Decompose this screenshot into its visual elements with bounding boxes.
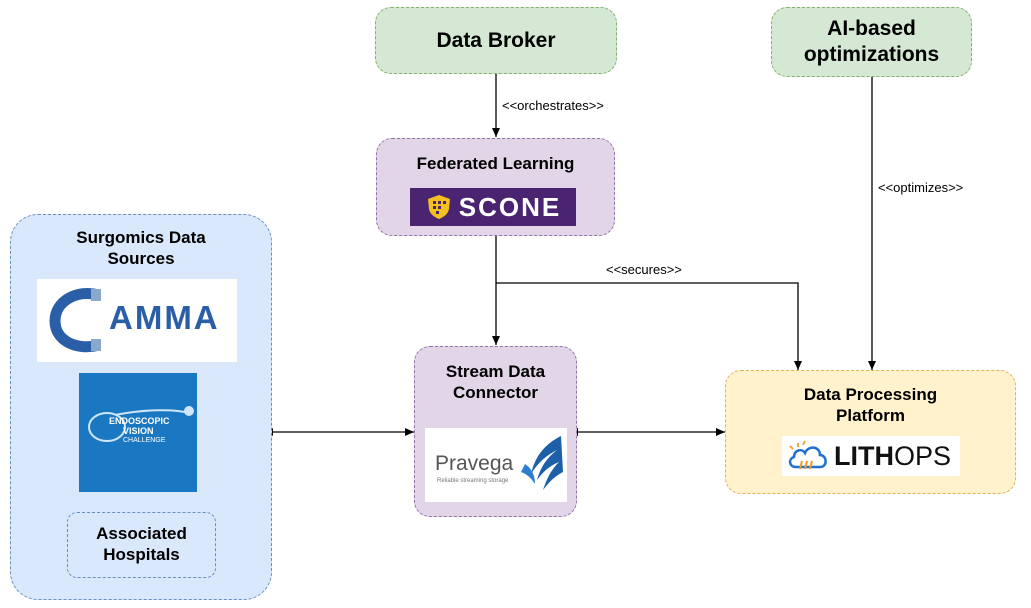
pravega-logo: Pravega Reliable streaming storage <box>425 428 567 502</box>
data-processing-title: Data Processing Platform <box>726 384 1015 427</box>
camma-c-icon <box>49 288 101 353</box>
data-broker-title: Data Broker <box>436 29 556 52</box>
camma-logo: AMMA <box>37 279 237 362</box>
ai-optimizations-title: AI-based optimizations <box>772 16 971 69</box>
associated-hospitals-node: Associated Hospitals <box>67 512 216 578</box>
hospitals-title-line1: Associated <box>96 524 187 543</box>
processing-title-line2: Platform <box>836 406 905 426</box>
edge-label-optimizes: <<optimizes>> <box>876 180 966 195</box>
edge-label-secures: <<secures>> <box>606 262 682 277</box>
data-processing-platform-node: Data Processing Platform LITH OPS <box>725 370 1016 494</box>
lithops-logo-text-light: OPS <box>894 440 952 471</box>
scone-logo-text: SCONE <box>458 191 562 222</box>
lithops-logo-text-bold: LITH <box>834 440 894 471</box>
evc-line3: CHALLENGE <box>123 436 166 444</box>
edge-secures <box>496 282 802 370</box>
scone-logo: SCONE <box>410 188 576 226</box>
edge-label-orchestrates: <<orchestrates>> <box>500 98 606 113</box>
federated-learning-node: Federated Learning SCONE <box>376 138 615 236</box>
hospitals-title-line2: Hospitals <box>103 545 180 565</box>
pravega-logo-text: Pravega <box>435 452 514 475</box>
stream-data-connector-title: Stream Data Connector <box>415 361 576 404</box>
processing-title-line1: Data Processing <box>803 385 938 404</box>
surgomics-title-line2: Sources <box>107 249 175 269</box>
data-broker-node: Data Broker <box>375 7 617 74</box>
stream-title-line1: Stream Data <box>445 362 546 381</box>
endoscopic-vision-text: ENDOSCOPIC VISION CHALLENGE <box>109 416 170 444</box>
endoscopic-vision-logo: ENDOSCOPIC VISION CHALLENGE <box>79 373 197 492</box>
stream-title-line2: Connector <box>453 383 538 403</box>
surgomics-title-line1: Surgomics Data <box>76 228 206 247</box>
stream-data-connector-node: Stream Data Connector Pravega Reliable s… <box>414 346 577 517</box>
scone-shield-icon <box>427 195 450 219</box>
ai-optimizations-node: AI-based optimizations <box>771 7 972 77</box>
federated-learning-title: Federated Learning <box>416 154 575 173</box>
associated-hospitals-title: Associated Hospitals <box>68 523 215 566</box>
lithops-cloud-icon <box>788 440 827 470</box>
endoscope-icon <box>88 406 194 442</box>
evc-line1: ENDOSCOPIC <box>109 416 170 426</box>
evc-line2: VISION <box>123 425 154 436</box>
pravega-tagline: Reliable streaming storage <box>437 478 509 484</box>
camma-logo-text: AMMA <box>109 299 220 336</box>
ai-optimizations-title-line1: AI-based <box>827 17 916 40</box>
lithops-logo: LITH OPS <box>782 436 960 476</box>
surgomics-data-sources-node: Surgomics Data Sources AMMA ENDOSCOPIC V… <box>10 214 272 600</box>
surgomics-title: Surgomics Data Sources <box>11 227 271 270</box>
pravega-bird-icon <box>521 436 563 490</box>
ai-optimizations-title-line2: optimizations <box>803 43 940 67</box>
